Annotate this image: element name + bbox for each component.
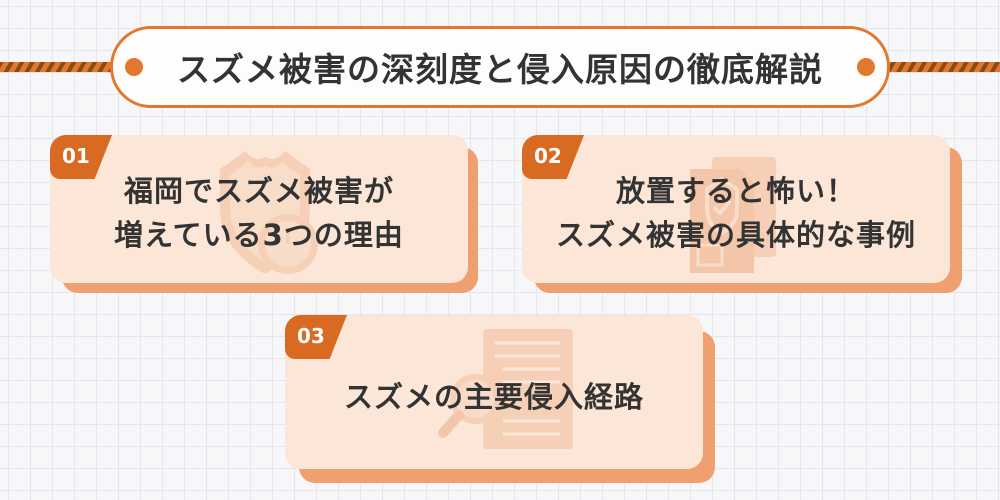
- title-banner: スズメ被害の深刻度と侵入原因の徹底解説: [110, 26, 890, 108]
- page-title: スズメ被害の深刻度と侵入原因の徹底解説: [177, 50, 823, 89]
- topic-card-03[interactable]: 03 スズメの主要侵入経路: [285, 315, 715, 485]
- rope-decoration-right: [880, 62, 1000, 72]
- card-number-badge: 02: [522, 135, 584, 179]
- document-shield-icon: [690, 157, 776, 273]
- topic-card-02[interactable]: 02 放置すると怖い！ スズメ被害の具体的な事例: [522, 135, 962, 295]
- topic-card-01[interactable]: 01 福岡でスズメ被害が 増えている3つの理由: [50, 135, 480, 295]
- card-number-badge: 03: [285, 315, 347, 359]
- card-title-line: 福岡でスズメ被害が: [123, 174, 394, 208]
- card-title-line: 増えている3つの理由: [114, 218, 404, 252]
- dot-icon: [857, 58, 875, 76]
- shield-clock-icon: [220, 151, 318, 274]
- card-title-line: 放置すると怖い！: [615, 174, 856, 208]
- rope-decoration-left: [0, 62, 118, 72]
- document-search-icon: [438, 329, 573, 449]
- card-title-line: スズメ被害の具体的な事例: [555, 218, 916, 252]
- card-title-line: スズメの主要侵入経路: [343, 380, 644, 414]
- dot-icon: [125, 58, 143, 76]
- card-number-badge: 01: [50, 135, 112, 179]
